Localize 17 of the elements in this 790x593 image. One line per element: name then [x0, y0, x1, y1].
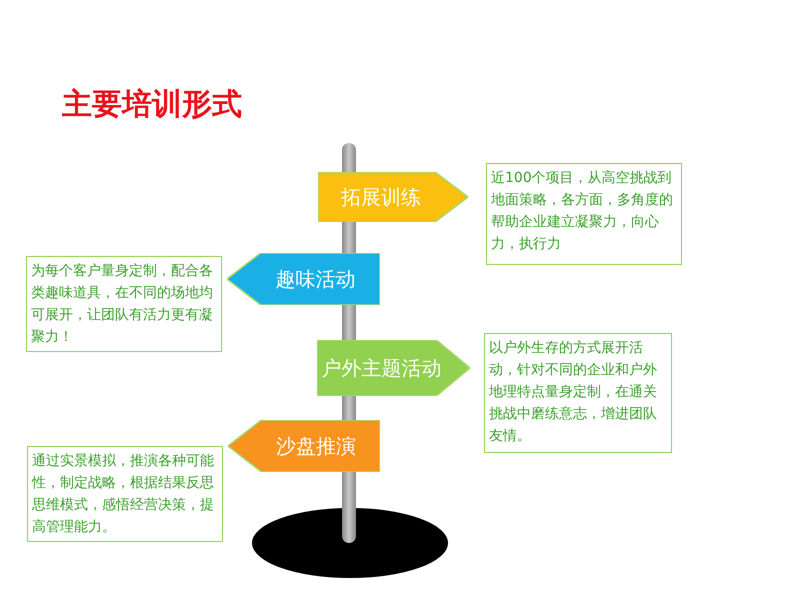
description-box [484, 333, 672, 453]
description-box [27, 446, 223, 542]
right-arrow-sign [317, 340, 470, 396]
description-box [486, 163, 682, 265]
description-box [26, 256, 222, 352]
sign-label: 拓展训练 [341, 185, 421, 209]
description-text: 以户外生存的方式展开活动，针对不同的企业和户外地理特点量身定制，在通关挑战中磨练意志，增进团队友情。 [489, 339, 658, 446]
title: 主要培训形式 [62, 86, 242, 124]
sign-label: 户外主题活动 [322, 356, 442, 380]
description-text: 通过实景模拟，推演各种可能性，制定战略，根据结果反思思维模式，感悟经营决策，提高管理能力。 [32, 452, 215, 537]
sign-label: 趣味活动 [276, 267, 356, 291]
description-text: 为每个客户量身定制，配合各类趣味道具，在不同的场地均可展开，让团队有活力更有凝聚力！ [31, 262, 214, 347]
left-arrow-sign [227, 253, 380, 305]
right-arrow-sign [318, 172, 468, 222]
description-text: 近100个项目，从高空挑战到地面策略，各方面，多角度的帮助企业建立凝聚力，向心力，执行力 [491, 169, 674, 254]
sign-label: 沙盘推演 [276, 434, 356, 458]
left-arrow-sign [228, 420, 380, 472]
